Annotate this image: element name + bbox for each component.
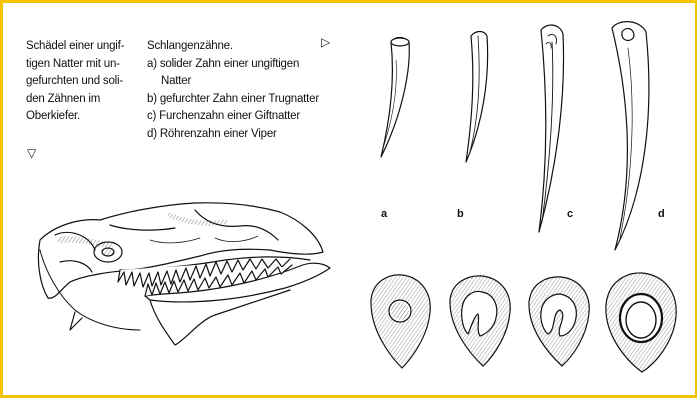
cross-section-b: [450, 276, 510, 366]
cross-section-d: [606, 273, 676, 372]
tooth-a-drawing: [381, 38, 409, 158]
tooth-b-drawing: [466, 32, 488, 163]
snake-skull-drawing: [38, 203, 330, 345]
tooth-d-drawing: [612, 22, 649, 250]
cross-section-c: [529, 277, 589, 366]
cross-section-a: [371, 275, 430, 368]
tooth-c-drawing: [539, 25, 564, 232]
